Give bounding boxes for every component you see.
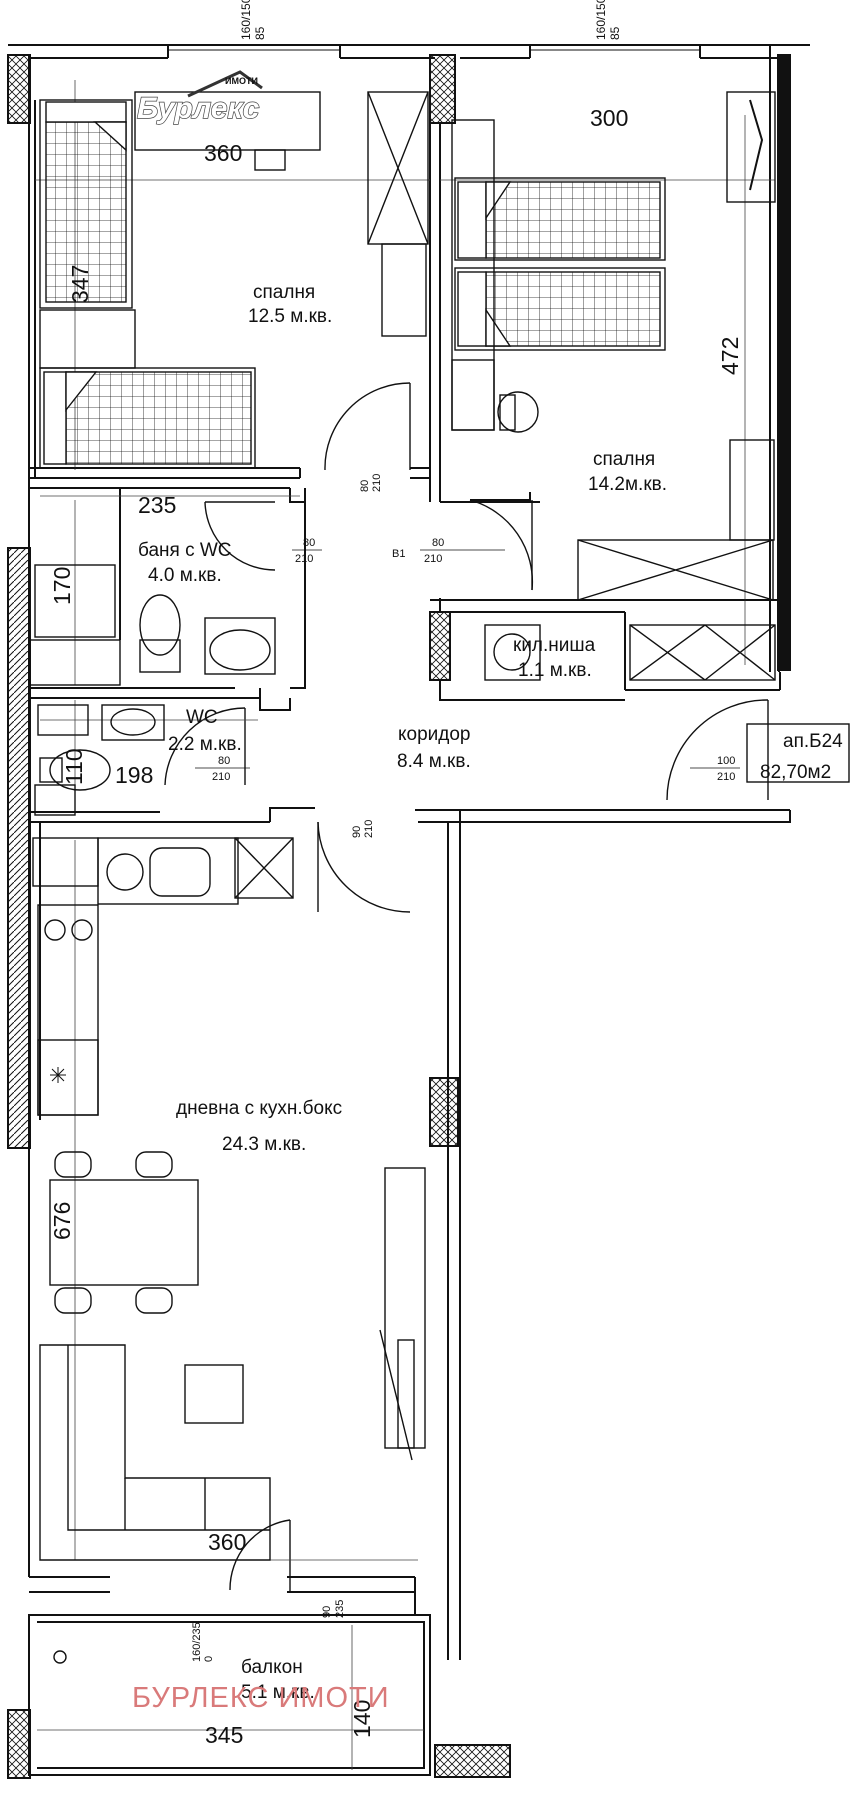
door-bath-w: 80 — [303, 537, 315, 549]
living-name: дневна с кухн.бокс — [176, 1098, 342, 1119]
dim-bedroom2-depth: 472 — [717, 337, 743, 375]
dim-living-width: 360 — [208, 1529, 246, 1555]
dim-bedroom1-width: 360 — [204, 140, 242, 166]
corridor-area: 8.4 м.кв. — [397, 751, 471, 772]
living-area: 24.3 м.кв. — [222, 1134, 306, 1155]
window-left-bottom: 85 — [253, 26, 267, 40]
apartment-area: 82,70м2 — [760, 762, 831, 783]
bedroom2-area: 14.2м.кв. — [588, 474, 667, 495]
dim-bath-width: 235 — [138, 492, 176, 518]
door-balcony-w: 90 — [321, 1606, 333, 1618]
door-swings — [164, 382, 769, 1592]
logo-sub-text: ИМОТИ — [225, 76, 258, 86]
dim-bath-depth: 170 — [49, 567, 75, 605]
door-living-w: 90 — [351, 826, 363, 838]
door-bedroom2-h: 210 — [424, 553, 442, 565]
logo-brand-text: Бурлекс — [137, 92, 260, 125]
dim-wc-depth: 110 — [61, 748, 87, 785]
bedroom1-area: 12.5 м.кв. — [248, 306, 332, 327]
storage-name: кил.ниша — [513, 635, 596, 656]
walls — [8, 44, 810, 1776]
balcony-window-top: 160/235 — [191, 1622, 203, 1662]
dim-bedroom1-depth: 347 — [67, 265, 93, 303]
dim-balcony-depth: 140 — [349, 1700, 375, 1738]
wc-area: 2.2 м.кв. — [168, 734, 242, 755]
bedroom2-name: спалня — [593, 449, 655, 470]
door-living-h: 210 — [363, 820, 375, 838]
dim-wc-width: 198 — [115, 762, 153, 788]
watermark-text: БУРЛЕКС ИМОТИ — [132, 1682, 390, 1714]
door-entrance-h: 210 — [717, 771, 735, 783]
balcony-name: балкон — [241, 1657, 303, 1678]
dim-living-depth: 676 — [49, 1202, 75, 1240]
dim-balcony-width: 345 — [205, 1722, 243, 1748]
window-left-top: 160/150 — [239, 0, 253, 40]
door-bedroom1-w: 80 — [359, 480, 371, 492]
door-bedroom2-w: 80 — [432, 537, 444, 549]
storage-area: 1.1 м.кв. — [518, 660, 592, 681]
labels: 160/150 85 160/150 85 360 300 347 472 23… — [49, 0, 850, 1748]
apartment-id: ап.Б24 — [783, 731, 843, 752]
dimension-lines — [35, 80, 775, 1770]
door-entrance-w: 100 — [717, 755, 735, 767]
door-bedroom2-label: В1 — [392, 548, 405, 560]
door-balcony-h: 235 — [334, 1600, 346, 1618]
company-logo: ИМОТИ Бурлекс — [136, 70, 263, 126]
furniture — [29, 91, 776, 1664]
bedroom1-name: спалня — [253, 282, 315, 303]
door-wc-w: 80 — [218, 755, 230, 767]
balcony-area: 5.1 м.кв. — [241, 1682, 315, 1703]
door-bedroom1-h: 210 — [371, 474, 383, 492]
dim-bedroom2-width: 300 — [590, 105, 628, 131]
balcony-window-bottom: 0 — [203, 1656, 215, 1662]
interior-walls — [29, 123, 781, 1120]
bath-name: баня с WC — [138, 540, 232, 561]
window-right-top: 160/150 — [594, 0, 608, 40]
bath-area: 4.0 м.кв. — [148, 565, 222, 586]
door-bath-h: 210 — [295, 553, 313, 565]
structural-columns — [7, 54, 791, 1779]
corridor-name: коридор — [398, 724, 471, 745]
wc-name: WC — [186, 707, 218, 728]
window-right-bottom: 85 — [608, 26, 622, 40]
door-wc-h: 210 — [212, 771, 230, 783]
